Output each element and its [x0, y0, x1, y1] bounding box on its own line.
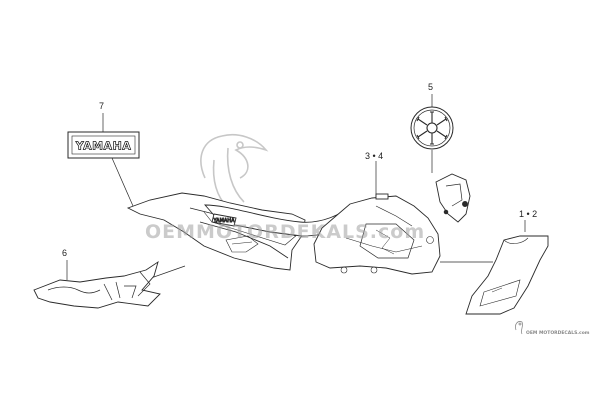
tuning-fork-icon [416, 111, 448, 145]
yamaha-decal: YAMAHA [67, 131, 140, 159]
watermark-text: OEMMOTORDEKALS.com [145, 221, 426, 243]
callout-5: 5 [428, 82, 434, 92]
tail-cowl-assembly: YAMAHA [126, 192, 359, 271]
model-script-decal [33, 260, 161, 309]
side-stripe-decal [465, 235, 549, 315]
callout-6: 6 [62, 248, 68, 258]
callout-7: 7 [99, 101, 105, 111]
callout-1-2: 1 • 2 [519, 209, 538, 219]
yamaha-emblem [410, 106, 454, 150]
callout-3-4: 3 • 4 [365, 151, 384, 161]
tank-fairing-assembly [313, 193, 441, 275]
tail-badge-text: YAMAHA [212, 218, 235, 224]
small-watermark-logo-icon [515, 321, 523, 335]
yamaha-decal-text: YAMAHA [75, 140, 132, 153]
watermark-bird-logo [200, 134, 269, 209]
small-watermark-text: OEM MOTORDECALS.com [526, 331, 590, 336]
front-upper-cowl [435, 173, 471, 223]
